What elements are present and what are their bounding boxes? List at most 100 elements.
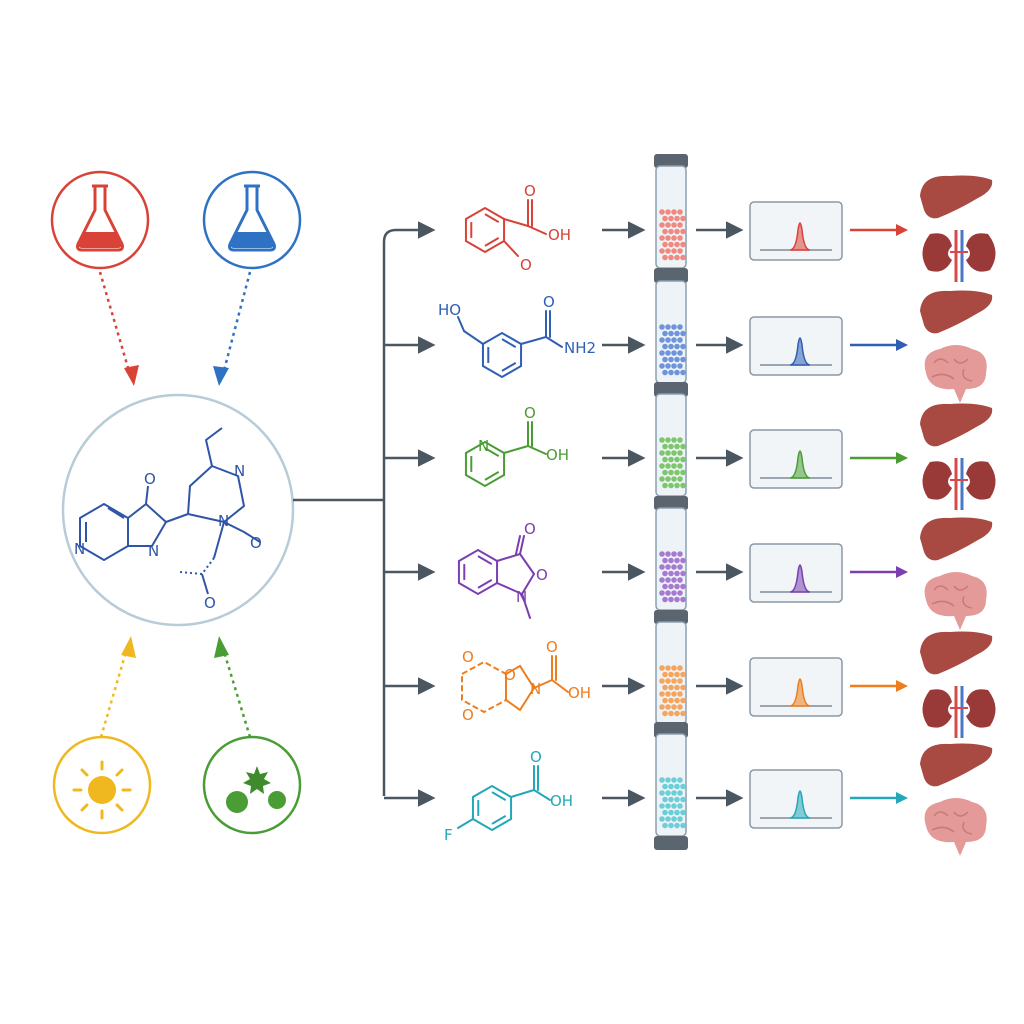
chromatography-column	[654, 269, 688, 397]
atom-label: O	[543, 293, 555, 311]
bond	[496, 582, 523, 595]
source-base-flask	[202, 170, 302, 270]
double-bond	[484, 237, 500, 247]
five-ring	[505, 664, 536, 712]
chromatography-column	[654, 722, 688, 850]
brain-icon	[924, 345, 987, 403]
column-cap-bottom	[654, 836, 688, 850]
double-bond	[491, 815, 507, 825]
atom-label: O	[462, 648, 474, 666]
hub-atom-label: N	[234, 462, 245, 480]
target-organs	[920, 403, 996, 510]
atom-label: F	[444, 826, 453, 844]
atom-label: O	[524, 520, 536, 538]
atom-label: O	[546, 638, 558, 656]
source-ring	[202, 170, 302, 270]
source-ring	[50, 170, 150, 270]
elution-peak	[789, 678, 811, 707]
double-bond	[501, 362, 517, 372]
kidney-icon	[922, 458, 996, 510]
atom-label: HO	[438, 301, 461, 319]
bond	[521, 593, 531, 619]
atom-label: OH	[548, 226, 571, 244]
trunk-line	[382, 228, 404, 796]
bond	[527, 225, 547, 235]
target-organs	[920, 631, 996, 738]
chromatography-column	[654, 496, 688, 624]
double-bond	[484, 213, 500, 223]
hub-ring	[61, 393, 295, 627]
hub-atom-label: N	[74, 540, 85, 558]
hub-atom-label: N	[218, 512, 229, 530]
elution-peak	[789, 337, 811, 366]
atom-label: O	[536, 566, 548, 584]
dioxane-ring	[461, 660, 507, 714]
bond	[503, 218, 529, 227]
bond	[551, 679, 569, 693]
packing-beads	[659, 551, 686, 603]
dotted-arrow	[98, 271, 133, 379]
liver-icon	[920, 290, 993, 334]
bond	[533, 789, 551, 801]
dotted-arrow	[220, 271, 252, 379]
double-bond	[501, 338, 517, 348]
atom-label: OH	[546, 446, 569, 464]
double-bond	[477, 579, 493, 589]
bond	[457, 818, 474, 829]
arrow-head	[896, 224, 908, 236]
elution-peak	[789, 450, 811, 479]
double-bond	[477, 555, 493, 565]
source-arrows	[98, 271, 252, 738]
bond	[515, 535, 521, 555]
metabolite-molecule: OON	[457, 520, 548, 619]
arrow-head	[896, 566, 908, 578]
hub-molecule	[79, 427, 261, 595]
bond	[503, 240, 519, 257]
bond	[503, 445, 529, 454]
chromatography-column	[654, 154, 688, 282]
atom-label: N	[516, 588, 527, 606]
packing-beads	[659, 437, 686, 489]
atom-label: O	[524, 182, 536, 200]
target-organs	[920, 290, 993, 403]
column-cap-top	[654, 722, 688, 736]
kidney-icon	[922, 686, 996, 738]
hub-atom-label: O	[250, 534, 262, 552]
column-cap-top	[654, 382, 688, 396]
bond	[496, 553, 521, 562]
liver-icon	[920, 175, 993, 219]
double-bond	[484, 447, 500, 457]
bond	[457, 316, 465, 332]
arrow-head	[896, 792, 908, 804]
hub-compound: O N N N N O O	[61, 393, 295, 627]
bond	[519, 553, 535, 575]
elution-peak	[789, 564, 811, 593]
branch-connector	[293, 228, 404, 796]
source-microbes	[202, 735, 302, 835]
column-cap-top	[654, 496, 688, 510]
target-organs	[920, 175, 996, 282]
hub-atom-label: N	[148, 542, 159, 560]
arrow-head	[896, 452, 908, 464]
bond	[527, 445, 547, 455]
liver-icon	[920, 743, 993, 787]
liver-icon	[920, 517, 993, 561]
chromatography-column	[654, 382, 688, 510]
arrow-head	[896, 339, 908, 351]
metabolite-row-4: OON	[384, 496, 993, 630]
atom-label: O	[520, 256, 532, 274]
double-bond	[484, 471, 500, 481]
column-cap-top	[654, 269, 688, 283]
chromatography-column	[654, 610, 688, 738]
metabolite-row-1: O OH O	[404, 154, 996, 282]
atom-label: O	[462, 706, 474, 724]
atom-label: N	[478, 437, 489, 455]
liver-icon	[920, 403, 993, 447]
source-acid-flask	[50, 170, 150, 270]
dotted-arrow	[220, 644, 252, 738]
